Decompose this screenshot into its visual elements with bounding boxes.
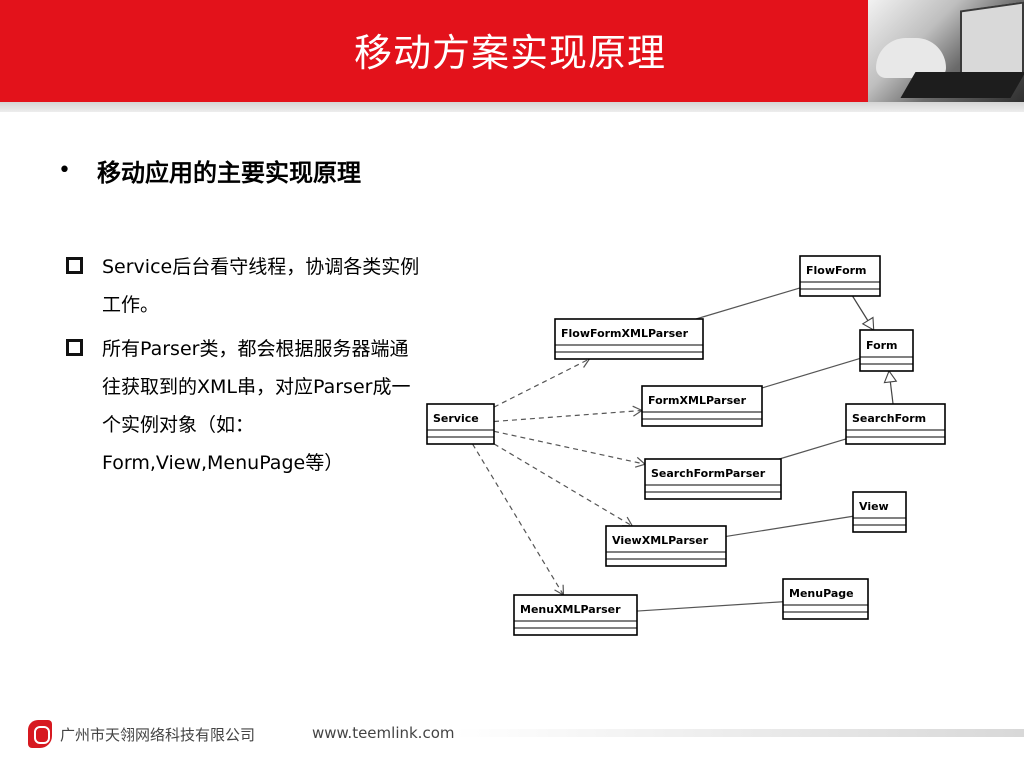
class-box: View [852, 491, 907, 533]
relation-association [779, 438, 847, 460]
class-box: FormXMLParser [641, 385, 763, 427]
company-logo-icon [28, 720, 52, 748]
page-title: 移动方案实现原理 [353, 31, 666, 75]
class-name: Form [866, 339, 898, 352]
footer-divider [455, 729, 1024, 737]
relation-association [761, 357, 861, 389]
class-name: MenuXMLParser [520, 603, 621, 616]
square-bullet-icon [66, 257, 83, 274]
class-box: Form [859, 329, 914, 372]
relation-association [695, 287, 801, 320]
class-name: View [859, 500, 889, 513]
footer-url[interactable]: www.teemlink.com [312, 724, 455, 742]
relation-association [725, 515, 854, 538]
header-divider [0, 102, 1024, 112]
bullet-text: Service后台看守线程，协调各类实例工作。 [102, 256, 420, 316]
class-name: FlowFormXMLParser [561, 327, 689, 340]
class-name: Service [433, 412, 479, 425]
class-box: ViewXMLParser [605, 525, 727, 567]
class-name: ViewXMLParser [612, 534, 709, 547]
header-laptop-photo [868, 0, 1024, 102]
footer-company: 广州市天翎网络科技有限公司 [60, 726, 256, 744]
relation-generalization [851, 295, 875, 331]
header-bar: 移动方案实现原理 [0, 0, 1024, 102]
photo-hand [876, 38, 946, 78]
class-box: MenuPage [782, 578, 869, 620]
relation-dependency [493, 357, 591, 408]
class-name: FormXMLParser [648, 394, 747, 407]
section-heading: • 移动应用的主要实现原理 [58, 150, 361, 190]
class-box: MenuXMLParser [513, 594, 638, 636]
relation-association [636, 601, 784, 612]
class-box: FlowFormXMLParser [554, 318, 704, 360]
class-box: Service [426, 403, 495, 445]
square-bullet-icon [66, 339, 83, 356]
bullet-text: 所有Parser类，都会根据服务器端通往获取到的XML串，对应Parser成一个… [102, 338, 411, 474]
class-name: SearchForm [852, 412, 926, 425]
bullet-list: Service后台看守线程，协调各类实例工作。 所有Parser类，都会根据服务… [64, 248, 424, 488]
relation-dependency [493, 405, 644, 423]
heading-bullet-icon: • [58, 157, 71, 183]
class-name: MenuPage [789, 587, 854, 600]
class-box: SearchFormParser [644, 458, 782, 500]
relation-dependency [472, 443, 565, 597]
bullet-item: Service后台看守线程，协调各类实例工作。 [64, 248, 424, 324]
class-box: SearchForm [845, 403, 946, 445]
class-name: SearchFormParser [651, 467, 766, 480]
class-box: FlowForm [799, 255, 881, 297]
bullet-item: 所有Parser类，都会根据服务器端通往获取到的XML串，对应Parser成一个… [64, 330, 424, 482]
relation-generalization [883, 369, 898, 405]
class-name: FlowForm [806, 264, 867, 277]
heading-text: 移动应用的主要实现原理 [96, 158, 361, 187]
relation-dependency [493, 430, 647, 468]
